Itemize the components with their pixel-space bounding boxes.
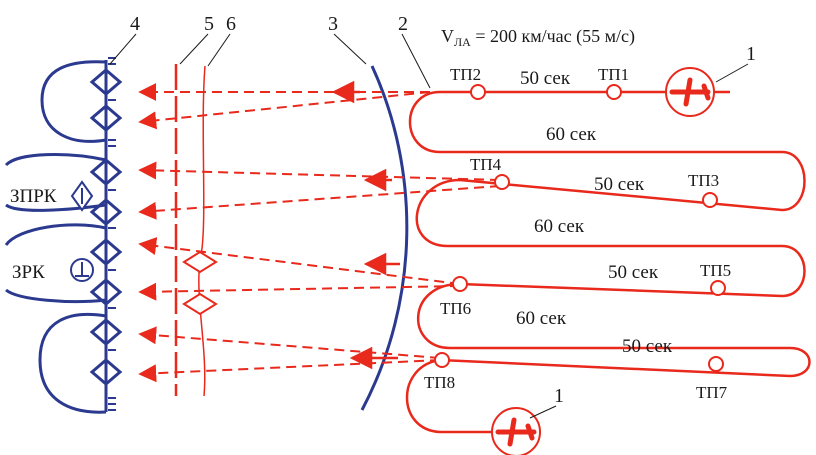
tp1-label: ТП1 <box>598 65 629 84</box>
time-label-7: 50 сек <box>622 336 673 357</box>
dashed-arrows <box>138 83 501 383</box>
time-label-5: 50 сек <box>608 262 659 283</box>
zrk-symbol-icon <box>70 258 94 282</box>
zrk-label: ЗРК <box>12 262 45 283</box>
marker-4: 4 <box>130 13 140 35</box>
route-line <box>405 90 811 434</box>
marker-6: 6 <box>226 13 236 35</box>
time-label-4: 60 сек <box>534 216 585 237</box>
tp6-label: ТП6 <box>440 299 471 318</box>
marker-1-top: 1 <box>746 43 756 65</box>
red-diamond-1 <box>182 250 218 274</box>
aircraft-icon <box>665 67 715 117</box>
marker-3: 3 <box>328 13 338 35</box>
turn-points <box>434 84 726 372</box>
marker-5: 5 <box>204 13 214 35</box>
tp3-label: ТП3 <box>688 171 719 190</box>
time-label-6: 60 сек <box>516 308 567 329</box>
front-hatching <box>108 57 116 411</box>
arc-arrows <box>331 80 400 370</box>
zprk-symbol-icon <box>70 180 94 212</box>
marker-2: 2 <box>398 13 408 35</box>
tp5-label: ТП5 <box>700 261 731 280</box>
tp4-label: ТП4 <box>470 155 502 174</box>
tp8-label: ТП8 <box>424 373 455 392</box>
tp2-label: ТП2 <box>450 65 481 84</box>
zprk-label: ЗПРК <box>10 186 57 207</box>
time-label-2: 60 сек <box>546 124 597 145</box>
tp7-label: ТП7 <box>696 383 728 402</box>
time-label-3: 50 сек <box>594 174 645 195</box>
marker-1-bottom: 1 <box>554 385 564 407</box>
defense-front-line <box>4 60 123 414</box>
red-diamond-2 <box>182 292 218 316</box>
speed-label: VЛА = 200 км/час (55 м/с) <box>441 26 635 49</box>
time-label-1: 50 сек <box>520 68 571 89</box>
arc-line-3 <box>360 65 409 411</box>
aircraft-icon-bottom <box>491 407 541 455</box>
